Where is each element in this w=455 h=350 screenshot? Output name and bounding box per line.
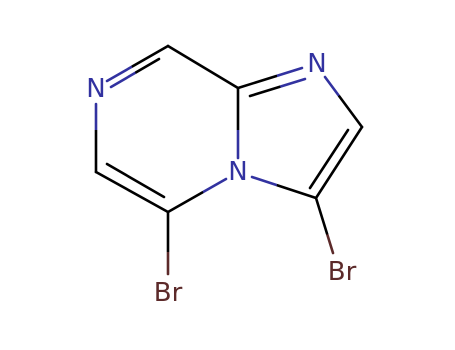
bond-c2-c3-double <box>308 128 350 190</box>
bond-c2-c3 <box>314 125 364 200</box>
bond-c6-c5 <box>94 170 170 214</box>
bond-c3-br <box>314 196 335 255</box>
atom-br5-label: Br <box>154 278 183 308</box>
bond-n1-c2 <box>323 75 364 129</box>
bond-c8-n7 <box>105 44 170 83</box>
bonds <box>94 44 364 276</box>
atom-n1-label: N <box>307 49 326 79</box>
atom-br3-label: Br <box>328 257 357 287</box>
bond-c8-n7-double <box>109 57 161 89</box>
bond-c5-n4 <box>166 177 228 214</box>
atom-n7-label: N <box>86 74 105 104</box>
bond-c8a-n1-double <box>248 77 307 98</box>
atom-labels: N N N Br Br <box>86 49 356 308</box>
bond-c8a-c8 <box>166 44 240 90</box>
bond-c3-n4 <box>250 175 318 200</box>
bond-c8a-n1 <box>236 66 304 90</box>
atom-n4-label: N <box>228 157 247 187</box>
bond-c6-c5-double <box>105 162 166 199</box>
